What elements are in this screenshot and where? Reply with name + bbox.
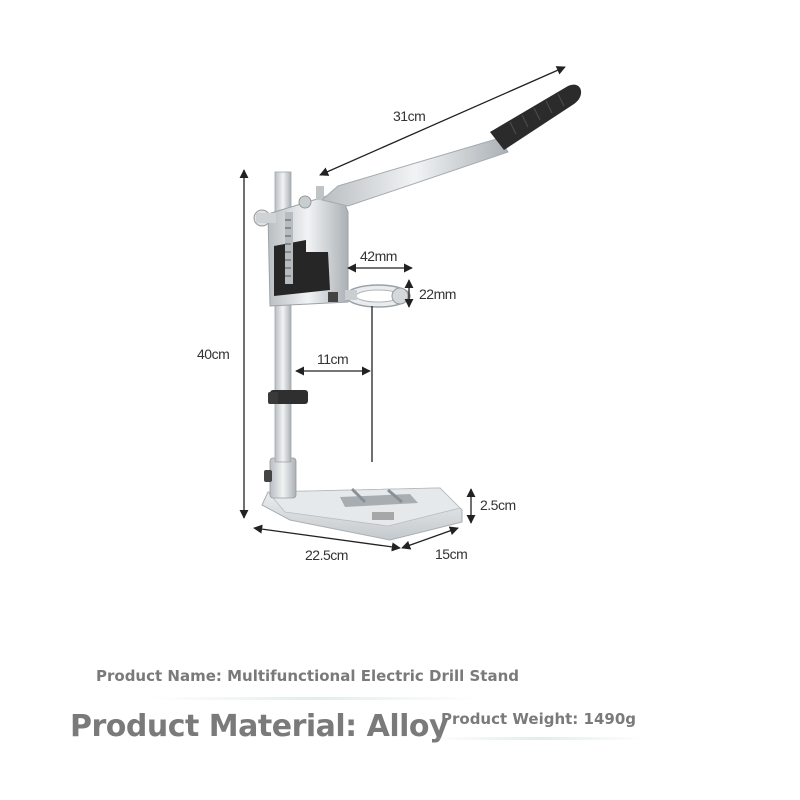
label-clamp-diameter: 22mm [419, 286, 456, 302]
dim-line-base-length [253, 524, 401, 552]
drill-clamp [345, 284, 411, 308]
column-base [269, 457, 297, 499]
dimension-labels: 31cm 40cm 42mm 22mm 11cm 2.5cm 22.5cm 15… [197, 108, 516, 563]
label-base-thickness: 2.5cm [480, 497, 516, 513]
caption-underline [432, 737, 647, 740]
product-weight-caption: Product Weight: 1490g [441, 710, 637, 728]
product-name-caption: Product Name: Multifunctional Electric D… [96, 667, 519, 685]
carriage [253, 186, 349, 307]
label-clamp-width: 42mm [360, 248, 397, 264]
dimension-lines [239, 66, 566, 552]
label-handle-length: 31cm [393, 108, 425, 124]
caption-underline [150, 697, 480, 700]
lever-arm [320, 84, 582, 207]
dim-line-base-width [401, 526, 459, 550]
dim-line-handle [319, 66, 566, 176]
label-base-length: 22.5cm [305, 547, 348, 563]
label-height: 40cm [197, 346, 229, 362]
depth-collar [268, 390, 308, 404]
product-material-caption: Product Material: Alloy [70, 709, 449, 744]
drill-stand-illustration [253, 84, 582, 541]
label-base-width: 15cm [435, 546, 467, 562]
label-reach: 11cm [317, 351, 348, 367]
